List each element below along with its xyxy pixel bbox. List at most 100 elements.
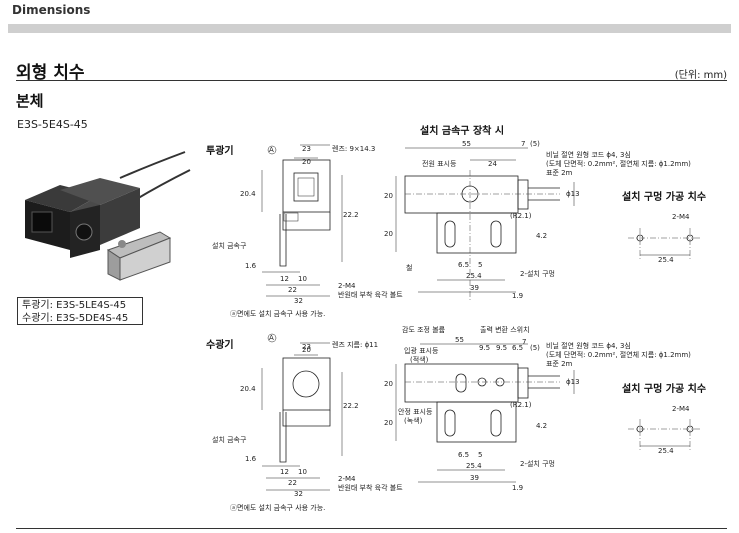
- svg-text:55: 55: [462, 140, 471, 148]
- svg-text:표준 2m: 표준 2m: [546, 360, 573, 368]
- svg-text:5: 5: [478, 261, 482, 269]
- svg-text:6.5: 6.5: [458, 451, 469, 459]
- svg-text:9.5: 9.5: [479, 344, 490, 352]
- power-indicator-label: 전원 표시등: [422, 159, 457, 168]
- svg-text:(적색): (적색): [410, 355, 429, 364]
- svg-text:(도체 단면적: 0.2mm², 절연체 지름: ϕ1.2m: (도체 단면적: 0.2mm², 절연체 지름: ϕ1.2mm): [546, 350, 691, 359]
- svg-text:20.4: 20.4: [240, 190, 256, 198]
- svg-text:입광 표시등: 입광 표시등: [404, 347, 439, 355]
- svg-text:(녹색): (녹색): [404, 416, 423, 425]
- section-subtitle: 본체: [16, 92, 44, 110]
- svg-text:10: 10: [298, 275, 307, 283]
- svg-text:12: 12: [280, 468, 289, 476]
- header-title: Dimensions: [12, 3, 91, 17]
- svg-text:(5): (5): [530, 344, 540, 352]
- svg-text:39: 39: [470, 284, 479, 292]
- receiver-model: 수광기: E3S-5DE4S-45: [22, 313, 129, 324]
- svg-text:39: 39: [470, 474, 479, 482]
- svg-text:23: 23: [302, 145, 311, 153]
- header-bar: Dimensions: [0, 0, 739, 22]
- svg-text:ϕ13: ϕ13: [566, 378, 580, 386]
- svg-text:(5): (5): [530, 140, 540, 148]
- svg-text:안정 표시등: 안정 표시등: [398, 407, 433, 416]
- receiver-note: ⓐ면에도 설치 금속구 사용 가능.: [230, 503, 325, 512]
- svg-text:22.2: 22.2: [343, 211, 359, 219]
- emitter-model: 투광기: E3S-5LE4S-45: [22, 300, 127, 311]
- svg-text:10: 10: [298, 468, 307, 476]
- svg-text:ϕ13: ϕ13: [566, 190, 580, 198]
- mounting-title-bottom: 설치 구멍 가공 치수: [622, 382, 706, 395]
- section-rule: [16, 80, 727, 81]
- svg-text:2-M4: 2-M4: [672, 405, 690, 413]
- product-photo: [25, 151, 191, 281]
- emitter-lens-label: 렌즈: 9×14.3: [332, 144, 375, 153]
- side-view-top: 설치 금속구 장착 시 55 7 (5) 전원 표시등 24 비닐 절연 원형 …: [384, 124, 691, 300]
- svg-text:표준 2m: 표준 2m: [546, 169, 573, 177]
- receiver-title: 수광기: [206, 338, 234, 351]
- svg-text:20: 20: [384, 192, 393, 200]
- bottom-rule: [16, 528, 727, 529]
- svg-text:A: A: [269, 146, 274, 154]
- mode-switch-label: 출력 변환 스위치: [480, 325, 530, 334]
- sensitivity-label: 감도 조정 볼륨: [402, 325, 446, 334]
- mounting-title-top: 설치 구멍 가공 치수: [622, 190, 706, 203]
- svg-text:1.6: 1.6: [245, 262, 257, 270]
- svg-text:9.5: 9.5: [496, 344, 507, 352]
- svg-text:(R2.1): (R2.1): [510, 212, 532, 220]
- svg-text:23: 23: [302, 343, 311, 351]
- side-bottom-hole-label: 2-설치 구멍: [520, 459, 555, 468]
- emitter-bracket-label: 설치 금속구: [212, 241, 247, 250]
- mounting-hole-top: 설치 구멍 가공 치수 2-M4 25.4: [622, 190, 706, 264]
- svg-text:12: 12: [280, 275, 289, 283]
- svg-text:32: 32: [294, 297, 303, 305]
- svg-text:32: 32: [294, 490, 303, 498]
- svg-text:20.4: 20.4: [240, 385, 256, 393]
- svg-text:20: 20: [302, 346, 311, 354]
- svg-text:반원태 부착 육각 볼트: 반원태 부착 육각 볼트: [338, 483, 403, 492]
- svg-text:24: 24: [488, 160, 497, 168]
- svg-text:2-M4: 2-M4: [338, 475, 356, 483]
- svg-text:22: 22: [288, 479, 297, 487]
- side-top-title: 설치 금속구 장착 시: [420, 124, 504, 137]
- model-box: 투광기: E3S-5LE4S-45 수광기: E3S-5DE4S-45: [17, 297, 143, 325]
- svg-text:(R2.1): (R2.1): [510, 401, 532, 409]
- svg-text:22: 22: [288, 286, 297, 294]
- svg-text:25.4: 25.4: [658, 447, 674, 455]
- svg-text:4.2: 4.2: [536, 232, 547, 240]
- svg-text:반원태 부착 육각 볼트: 반원태 부착 육각 볼트: [338, 290, 403, 299]
- svg-text:5: 5: [478, 451, 482, 459]
- svg-text:1.9: 1.9: [512, 292, 523, 300]
- svg-text:20: 20: [384, 419, 393, 427]
- svg-text:(도체 단면적: 0.2mm², 절연체 지름: ϕ1.2m: (도체 단면적: 0.2mm², 절연체 지름: ϕ1.2mm): [546, 159, 691, 168]
- svg-text:6.5: 6.5: [512, 344, 523, 352]
- mounting-hole-bottom: 설치 구멍 가공 치수 2-M4 25.4: [622, 382, 706, 455]
- emitter-note: ⓐ면에도 설치 금속구 사용 가능.: [230, 309, 325, 318]
- svg-text:7: 7: [521, 140, 525, 148]
- receiver-bracket-label: 설치 금속구: [212, 435, 247, 444]
- svg-text:2-M4: 2-M4: [672, 213, 690, 221]
- svg-text:55: 55: [455, 336, 464, 344]
- svg-text:25.4: 25.4: [658, 256, 674, 264]
- svg-text:비닐 절연 원형 코드 ϕ4, 3심: 비닐 절연 원형 코드 ϕ4, 3심: [546, 341, 631, 350]
- emitter-front-view: 투광기 A 23 20 렌즈: 9×14.3 20.4 22.2 설치 금속구 …: [206, 144, 403, 318]
- header-divider: [8, 24, 731, 33]
- model-number: E3S-5E4S-45: [17, 118, 88, 131]
- svg-text:4.2: 4.2: [536, 422, 547, 430]
- section-title: 외형 치수: [16, 63, 85, 83]
- side-top-hole-label: 2-설치 구멍: [520, 269, 555, 278]
- side-view-bottom: 감도 조정 볼륨 출력 변환 스위치 55 9.5 9.5 6.5 7 (5) …: [384, 325, 691, 492]
- svg-text:25.4: 25.4: [466, 462, 482, 470]
- svg-text:20: 20: [384, 380, 393, 388]
- svg-text:6.5: 6.5: [458, 261, 469, 269]
- iron-label: 철: [406, 263, 412, 272]
- svg-text:25.4: 25.4: [466, 272, 482, 280]
- emitter-title: 투광기: [206, 144, 234, 157]
- unit-label: (단위: mm): [674, 70, 727, 81]
- svg-text:20: 20: [302, 158, 311, 166]
- receiver-lens-label: 렌즈 지름: ϕ11: [332, 340, 378, 349]
- svg-text:A: A: [269, 334, 274, 342]
- svg-text:22.2: 22.2: [343, 402, 359, 410]
- svg-text:1.9: 1.9: [512, 484, 523, 492]
- svg-text:비닐 절연 원형 코드 ϕ4, 3심: 비닐 절연 원형 코드 ϕ4, 3심: [546, 150, 631, 159]
